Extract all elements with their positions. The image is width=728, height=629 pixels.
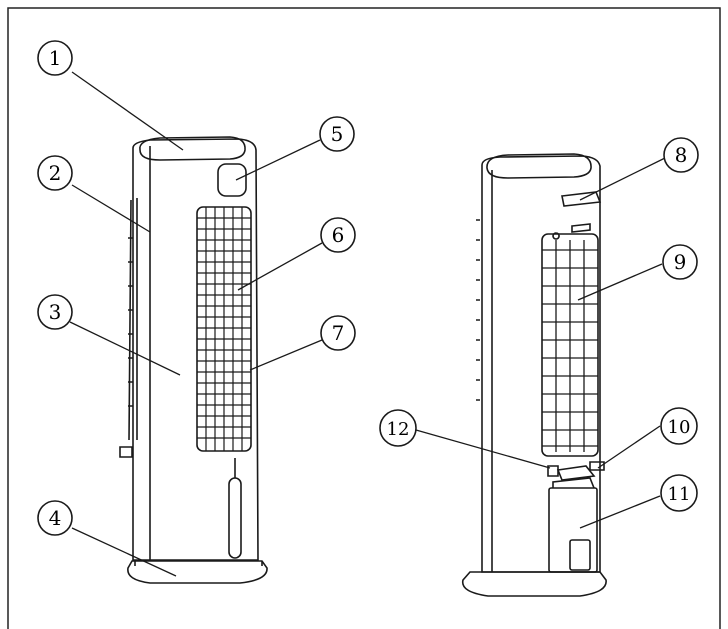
callout-4-label: 4: [49, 506, 62, 530]
callout-12-label: 12: [387, 419, 410, 440]
callout-11: 11: [660, 474, 698, 512]
front-grille-grid: [197, 207, 251, 451]
rear-filter-grid: [542, 240, 598, 452]
callout-7: 7: [320, 315, 356, 351]
front-view-unit: [119, 136, 268, 584]
callout-6: 6: [320, 217, 356, 253]
callout-5: 5: [319, 116, 355, 152]
callout-10: 10: [660, 407, 698, 445]
callout-2-label: 2: [49, 161, 62, 185]
callout-9: 9: [662, 244, 698, 280]
frame-border: [7, 7, 721, 629]
callout-8: 8: [663, 137, 699, 173]
rear-drain-fitting: [589, 461, 605, 471]
leader-3: [69, 321, 181, 376]
rear-top-handle: [486, 153, 592, 179]
rear-water-tank: [548, 487, 598, 573]
leader-6: [237, 242, 323, 291]
leader-7: [249, 339, 323, 371]
callout-6-label: 6: [332, 223, 345, 247]
front-control-panel: [217, 163, 247, 197]
front-base: [127, 560, 268, 584]
callout-11-label: 11: [668, 484, 691, 505]
callout-1: 1: [37, 40, 73, 76]
leader-1: [71, 71, 184, 151]
leader-5: [235, 139, 321, 181]
leader-8: [579, 157, 666, 201]
callout-1-label: 1: [49, 46, 62, 70]
callout-3: 3: [37, 294, 73, 330]
front-water-window: [228, 477, 242, 559]
leader-2: [71, 184, 151, 233]
leader-4: [71, 527, 177, 577]
rear-body: [481, 155, 601, 573]
callout-3-label: 3: [49, 300, 62, 324]
leader-9: [577, 263, 663, 301]
callout-10-label: 10: [668, 417, 691, 438]
callout-4: 4: [37, 500, 73, 536]
rear-filter-panel: [541, 233, 599, 457]
callout-2: 2: [37, 155, 73, 191]
rear-carry-handle: [561, 191, 602, 207]
leader-11: [579, 495, 661, 529]
leader-10: [597, 425, 661, 469]
leader-12: [415, 429, 551, 469]
callout-7-label: 7: [332, 321, 345, 345]
callout-9-label: 9: [674, 250, 687, 274]
leader-lines: [69, 71, 666, 577]
rear-base: [461, 571, 607, 597]
front-side-knob: [119, 446, 133, 458]
rear-caster-fitting: [547, 465, 559, 477]
rear-view-unit: [461, 153, 607, 597]
front-top-handle: [139, 136, 246, 161]
callout-12: 12: [379, 409, 417, 447]
callout-5-label: 5: [331, 122, 344, 146]
callout-8-label: 8: [675, 143, 688, 167]
